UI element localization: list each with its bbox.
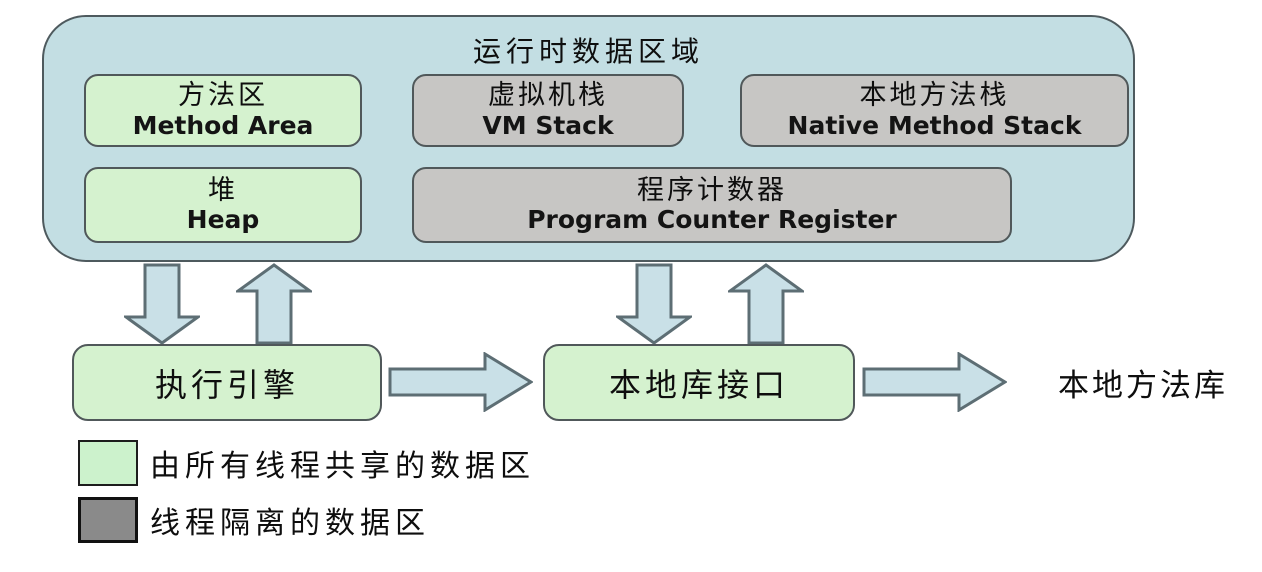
runtime-data-area-title: 运行时数据区域 [472,35,704,68]
legend-label-shared: 由所有线程共享的数据区 [150,449,535,484]
execution-engine-label: 执行引擎 [154,365,299,404]
arrow-down-to-native-interface-icon [616,263,692,345]
legend-label-isolated: 线程隔离的数据区 [150,506,430,541]
method-area-label-zh: 方法区 [178,80,268,112]
legend-swatch-shared [78,440,138,486]
heap-label-en: Heap [186,205,260,235]
arrow-right-engine-to-interface-icon [388,352,533,412]
legend-item-isolated: 线程隔离的数据区 [78,497,535,543]
heap-label-zh: 堆 [208,174,238,206]
box-heap: 堆 Heap [84,167,362,243]
native-method-stack-label-en: Native Method Stack [787,110,1082,140]
native-method-stack-label-zh: 本地方法栈 [859,80,1010,112]
legend: 由所有线程共享的数据区 线程隔离的数据区 [78,440,535,554]
native-method-library-label: 本地方法库 [1058,368,1228,404]
arrow-right-interface-to-library-icon [862,352,1007,412]
box-vm-stack: 虚拟机栈 VM Stack [412,74,684,147]
legend-item-shared: 由所有线程共享的数据区 [78,440,535,486]
runtime-data-area-container: 运行时数据区域 方法区 Method Area 虚拟机栈 VM Stack 本地… [42,15,1135,262]
box-native-library-interface: 本地库接口 [543,344,855,421]
native-library-interface-label: 本地库接口 [608,365,789,404]
arrow-up-from-execution-engine-icon [236,263,312,345]
box-method-area: 方法区 Method Area [84,74,362,147]
vm-stack-label-en: VM Stack [482,110,614,140]
program-counter-label-en: Program Counter Register [527,205,897,235]
program-counter-label-zh: 程序计数器 [637,174,787,206]
arrow-down-to-execution-engine-icon [124,263,200,345]
method-area-label-en: Method Area [132,110,314,140]
box-execution-engine: 执行引擎 [72,344,382,421]
vm-stack-label-zh: 虚拟机栈 [488,80,608,112]
legend-swatch-isolated [78,497,138,543]
box-native-method-stack: 本地方法栈 Native Method Stack [740,74,1129,147]
box-program-counter-register: 程序计数器 Program Counter Register [412,167,1012,243]
arrow-up-from-native-interface-icon [728,263,804,345]
